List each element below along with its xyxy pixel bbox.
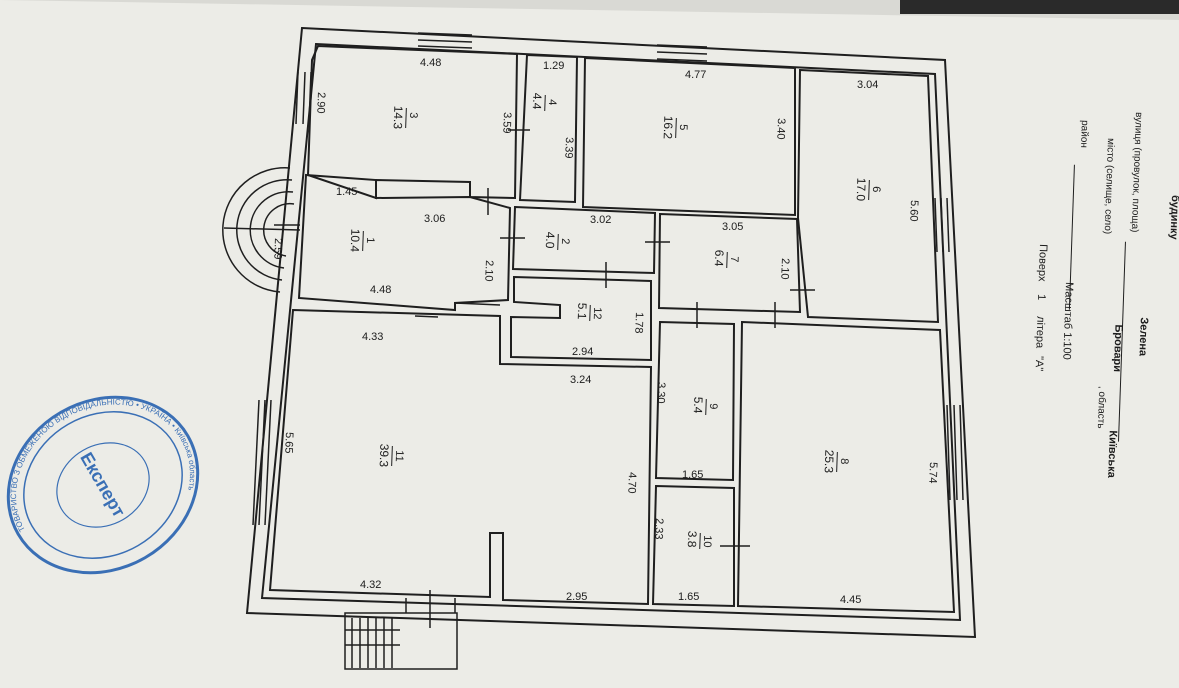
room-12-area: 5.1 xyxy=(575,302,590,319)
room-11-number: 11 xyxy=(393,450,405,462)
label-city: місто (селище, село) xyxy=(1102,138,1116,235)
value-floor: 1 xyxy=(1035,294,1047,301)
dim-label: 5.65 xyxy=(282,432,295,454)
room-6-outline xyxy=(796,68,940,324)
room-labels: 3 14.3 4 4.4 5 16.2 6 17.0 1 10.4 2 4.0 xyxy=(348,92,882,550)
room-11-outline xyxy=(268,308,653,606)
dim-label: 2.90 xyxy=(314,92,327,114)
room-6-number: 6 xyxy=(870,186,882,193)
room-8-number: 8 xyxy=(838,458,850,465)
dim-label: 1.65 xyxy=(682,469,703,481)
label-floor: Поверх xyxy=(1036,244,1049,282)
dim-label: 2.10 xyxy=(482,260,495,282)
dim-label: 1.29 xyxy=(543,60,564,72)
dim-label: 2.33 xyxy=(652,518,665,540)
door-ticks xyxy=(274,129,815,628)
room-9-number: 9 xyxy=(707,403,719,410)
dim-label: 3.40 xyxy=(774,118,787,140)
dim-label: 3.05 xyxy=(722,221,743,233)
value-street: Зелена xyxy=(1136,317,1149,357)
room-10-outline xyxy=(651,484,735,608)
room-10-area: 3.8 xyxy=(685,530,700,547)
dim-label: 5.60 xyxy=(907,200,920,222)
dim-label: 3.59 xyxy=(500,112,513,134)
room-3-area: 14.3 xyxy=(391,105,406,129)
entry-steps xyxy=(344,598,458,670)
label-district: район xyxy=(1078,120,1090,148)
dim-label: 3.24 xyxy=(570,374,591,386)
label-building: будинку xyxy=(1167,195,1179,241)
room-10-number: 10 xyxy=(701,535,713,548)
dim-label: 2.59 xyxy=(271,238,284,260)
dim-label: 3.39 xyxy=(562,137,575,159)
room-5-number: 5 xyxy=(677,124,689,131)
room-9-outline xyxy=(654,320,736,482)
label-letter: літера xyxy=(1033,316,1046,349)
label-street: вулиця (провулок, площа) xyxy=(1129,112,1144,233)
dim-label: 4.48 xyxy=(420,57,441,69)
room-6-area: 17.0 xyxy=(854,177,869,201)
room-12-number: 12 xyxy=(591,307,603,320)
dim-label: 1.45 xyxy=(336,186,357,198)
room-1-area: 10.4 xyxy=(348,228,363,252)
dim-label: 3.30 xyxy=(654,382,667,404)
value-city: Бровари xyxy=(1111,324,1125,372)
room-1-outline xyxy=(297,173,512,312)
dim-label: 4.32 xyxy=(360,579,381,591)
dim-label: 2.10 xyxy=(778,258,791,280)
value-region: Київська xyxy=(1105,430,1119,479)
room-7-outline xyxy=(657,212,802,314)
value-letter: "А" xyxy=(1033,356,1046,372)
room-3-number: 3 xyxy=(407,112,419,119)
floor-plan xyxy=(222,26,977,670)
label-region: , область xyxy=(1095,386,1108,429)
room-8-area: 25.3 xyxy=(822,449,837,473)
dim-label: 4.45 xyxy=(840,594,861,606)
dim-label: 3.02 xyxy=(590,214,611,226)
dim-label: 5.74 xyxy=(926,462,939,484)
dim-label: 4.70 xyxy=(625,472,638,494)
dim-label: 4.33 xyxy=(362,331,383,343)
dim-label: 4.77 xyxy=(685,69,706,81)
room-2-number: 2 xyxy=(559,238,571,245)
dim-label: 2.94 xyxy=(572,346,593,358)
room-2-outline xyxy=(511,205,657,275)
outer-wall-outer xyxy=(245,26,977,639)
dim-label: 4.48 xyxy=(370,284,391,296)
room-12-outline xyxy=(510,275,652,362)
room-5-area: 16.2 xyxy=(661,115,676,139)
dim-label: 3.04 xyxy=(857,79,878,91)
dim-label: 1.78 xyxy=(632,312,645,334)
room-8-outline xyxy=(736,320,956,614)
room-9-area: 5.4 xyxy=(691,396,706,413)
room-7-number: 7 xyxy=(728,256,740,263)
windows xyxy=(252,32,964,526)
room-2-area: 4.0 xyxy=(543,231,558,248)
room-4-number: 4 xyxy=(546,99,558,106)
room-4-outline xyxy=(518,53,579,204)
title-block: будинку вулиця (провулок, площа) Зелена … xyxy=(1033,112,1179,479)
room-5-outline xyxy=(581,56,796,217)
room-11-area: 39.3 xyxy=(377,443,392,467)
bay-window xyxy=(222,167,301,293)
paper-shadow-top xyxy=(900,0,1179,14)
label-scale: Масштаб 1:100 xyxy=(1060,282,1075,360)
dim-label: 3.06 xyxy=(424,213,445,225)
dim-label: 2.95 xyxy=(566,591,587,603)
room-7-area: 6.4 xyxy=(712,249,727,266)
dim-label: 1.65 xyxy=(678,591,699,603)
room-1-number: 1 xyxy=(364,237,376,244)
room-4-area: 4.4 xyxy=(530,92,545,109)
dimension-labels: 4.48 2.90 3.59 1.29 3.39 4.77 3.40 3.04 … xyxy=(271,57,939,606)
